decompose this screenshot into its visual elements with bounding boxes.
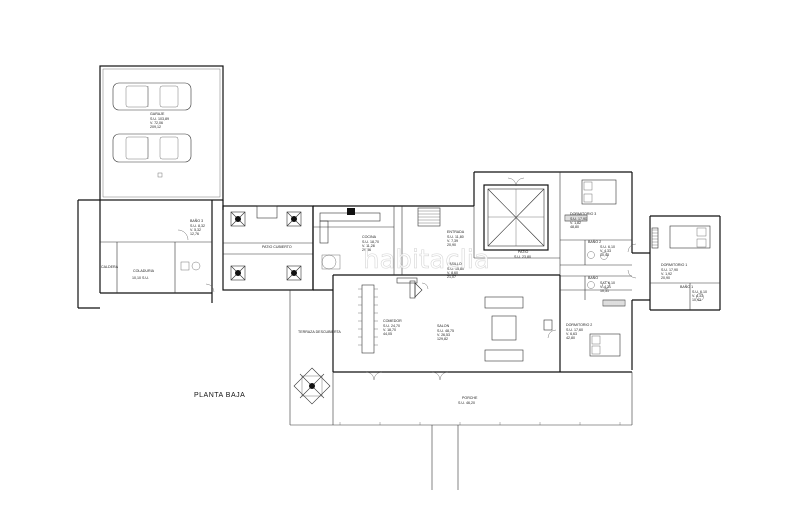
label-dormitorio3-extra: 48,80: [570, 225, 579, 229]
label-comedor: COMEDOR: [383, 319, 402, 323]
label-dormitorio1-extra: 20,90: [661, 276, 670, 280]
label-dormitorio3-su: S.U. 17,90: [570, 217, 587, 221]
label-bano-b: BAÑO: [588, 275, 598, 280]
label-cocina-su: S.U. 18,70: [362, 240, 379, 244]
label-cocina: COCINA: [362, 235, 377, 239]
label-patio-cubierto: PATIO CUBIERTO: [262, 245, 292, 249]
label-garaje: GARAJE: [150, 112, 165, 116]
label-dormitorio1-v: V. 1,92: [661, 272, 672, 276]
label-garaje-extra: 209,12: [150, 125, 161, 129]
label-caldera: CALDERA: [101, 265, 119, 269]
label-dormitorio3: DORMITORIO 3: [570, 212, 596, 216]
patio-table-1: [230, 211, 246, 227]
label-dormitorio2-extra: 42,80: [566, 336, 575, 340]
label-entrada: ENTRADA: [447, 230, 465, 234]
label-patio: PATIO: [518, 250, 528, 254]
label-salon-su: S.U. 48,75: [437, 329, 454, 333]
label-bano-b-v: V. 4,21: [600, 285, 611, 289]
label-terraza: TERRAZA DESCUBIERTA: [298, 330, 341, 334]
porch-terrace: [289, 290, 633, 490]
watermark: habitaclia: [363, 245, 490, 275]
living-room-furniture: [396, 277, 553, 362]
label-bano1-extra: 10,43: [692, 298, 701, 302]
label-porche: PORCHE: [462, 396, 478, 400]
label-bano3-extra: 12,76: [190, 232, 199, 236]
label-salon-v: V. 26,53: [437, 333, 450, 337]
label-patio-su: S.U. 23,80: [514, 255, 531, 259]
label-pasillo-v: V. 8,60: [447, 271, 458, 275]
label-pasillo-su: S.U. 15,80: [447, 267, 464, 271]
label-salon: SALON: [437, 324, 450, 328]
label-comedor-su: S.U. 24,70: [383, 324, 400, 328]
label-pasillo: PASILLO: [447, 262, 462, 266]
label-bano2-v: V. 4,33: [600, 249, 611, 253]
label-bano3: BAÑO 3: [190, 218, 203, 223]
label-coladuria-su: 10,10 S.U.: [132, 276, 149, 280]
label-bano2: BAÑO 2: [588, 239, 601, 244]
label-cocina-v: V. 11,28: [362, 244, 375, 248]
dining-table: [358, 284, 378, 354]
label-salon-extra: 129,82: [437, 337, 448, 341]
label-bano1-su: S.U. 6,10: [692, 290, 707, 294]
label-bano3-su: S.U. 8,32: [190, 224, 205, 228]
kitchen-counters: [319, 208, 381, 270]
room-labels: GARAJE S.U. 103,89 V. 72,06 209,12 BAÑO …: [101, 112, 707, 405]
label-cocina-extra: 29,86: [362, 248, 371, 252]
patio-table-4: [286, 265, 302, 281]
garage-block: [77, 65, 224, 309]
label-entrada-extra: 20,90: [447, 243, 456, 247]
label-bano1: BAÑO 1: [680, 284, 693, 289]
label-garaje-su: S.U. 103,89: [150, 117, 169, 121]
patio-lightwell: [483, 177, 549, 251]
label-dormitorio2-su: S.U. 17,60: [566, 328, 583, 332]
plan-title: PLANTA BAJA: [194, 392, 245, 399]
label-bano-b-su: S.U. 6,10: [600, 281, 615, 285]
label-dormitorio3-v: V. 1,82: [570, 221, 581, 225]
label-entrada-su: S.U. 11,80: [447, 235, 464, 239]
label-comedor-v: V. 18,70: [383, 328, 396, 332]
label-entrada-v: V. 7,39: [447, 239, 458, 243]
label-garaje-v: V. 72,06: [150, 121, 163, 125]
label-comedor-extra: 44,05: [383, 332, 392, 336]
bathroom-fixtures: [587, 243, 704, 301]
bedroom-furniture: [564, 179, 711, 357]
patio-table-2: [286, 211, 302, 227]
car-1: [112, 82, 192, 111]
label-bano1-v: V. 4,33: [692, 294, 703, 298]
patio-table-3: [230, 265, 246, 281]
stairs: [417, 207, 441, 227]
label-dormitorio2: DORMITORIO 2: [566, 323, 592, 327]
label-bano3-v: V. 5,32: [190, 228, 201, 232]
label-bano-b-extra: 10,31: [600, 289, 609, 293]
label-bano2-extra: 10,43: [600, 253, 609, 257]
car-2: [112, 133, 192, 163]
label-dormitorio2-v: V. 6,63: [566, 332, 577, 336]
label-dormitorio1-su: S.U. 17,90: [661, 268, 678, 272]
label-porche-su: S.U. 46,20: [458, 401, 475, 405]
label-coladuria: COLADURIA: [133, 269, 155, 273]
label-pasillo-extra: 21,07: [447, 275, 456, 279]
label-dormitorio1: DORMITORIO 1: [661, 263, 687, 267]
main-house-walls: [312, 171, 721, 373]
label-bano2-su: S.U. 6,10: [600, 245, 615, 249]
covered-patio-block: [222, 205, 314, 291]
